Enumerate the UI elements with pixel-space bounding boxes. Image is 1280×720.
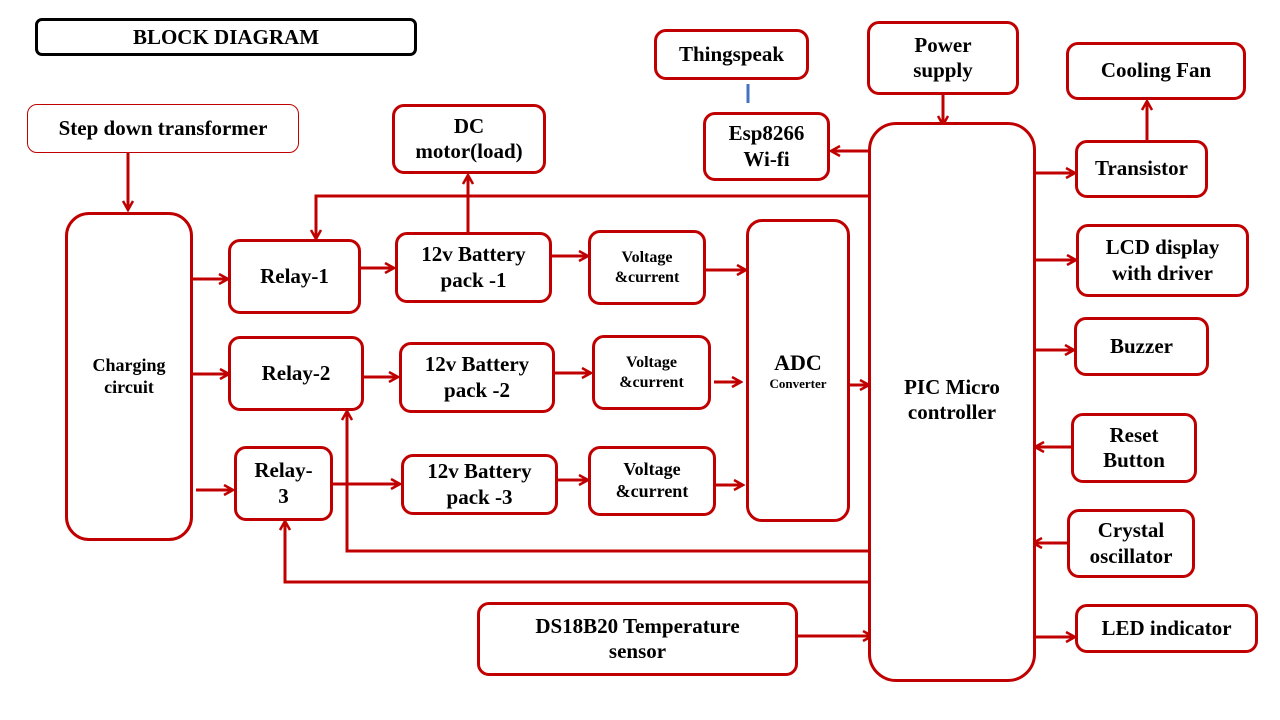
block-label: Transistor	[1095, 156, 1188, 181]
block-crystal-oscillator: Crystal oscillator	[1067, 509, 1195, 578]
block-label-line2: 3	[278, 483, 289, 508]
block-label-line2: &current	[619, 373, 684, 391]
block-label-line2: &current	[615, 481, 689, 501]
block-charging-circuit: Charging circuit	[65, 212, 193, 541]
block-label-line2: oscillator	[1089, 543, 1173, 568]
block-label-line1: 12v Battery	[421, 242, 526, 267]
block-label-line2: motor(load)	[415, 139, 523, 163]
block-lcd-display: LCD display with driver	[1076, 224, 1249, 297]
block-label-line2: circuit	[104, 376, 154, 397]
block-reset-button: Reset Button	[1071, 413, 1197, 483]
block-label: Thingspeak	[678, 41, 785, 66]
block-label-line1: DC	[453, 113, 485, 138]
block-label-line2: with driver	[1112, 260, 1213, 285]
block-label: Step down transformer	[58, 115, 268, 140]
block-label-line1: LCD display	[1105, 235, 1220, 260]
block-cooling-fan: Cooling Fan	[1066, 42, 1246, 100]
block-led-indicator: LED indicator	[1075, 604, 1258, 653]
block-label-line2: supply	[913, 58, 973, 82]
block-label: LED indicator	[1101, 615, 1232, 640]
block-voltage-current-3: Voltage &current	[588, 446, 716, 516]
block-thingspeak: Thingspeak	[654, 29, 809, 80]
block-battery-pack-1: 12v Battery pack -1	[395, 232, 552, 303]
block-label-line1: Relay-	[254, 458, 313, 483]
block-label-line2: pack -2	[444, 377, 510, 402]
block-battery-pack-2: 12v Battery pack -2	[399, 342, 555, 413]
diagram-title-text: BLOCK DIAGRAM	[132, 24, 320, 49]
arrow-pic-to-relay1	[316, 194, 870, 239]
block-voltage-current-1: Voltage &current	[588, 230, 706, 305]
block-label-line2: &current	[614, 268, 680, 286]
block-label-line1: 12v Battery	[424, 352, 530, 377]
block-label-line1: Voltage	[626, 354, 677, 372]
block-label-line1: ADC	[774, 349, 822, 375]
diagram-title: BLOCK DIAGRAM	[35, 18, 417, 56]
block-dc-motor: DC motor(load)	[392, 104, 546, 174]
block-label-line1: Reset	[1109, 422, 1159, 447]
block-label-line2: controller	[907, 400, 997, 425]
block-buzzer: Buzzer	[1074, 317, 1209, 376]
block-label-line1: Voltage	[621, 249, 673, 267]
block-label: Relay-2	[261, 360, 331, 385]
block-label-line2: Converter	[769, 375, 827, 391]
arrow-pic-to-relay3	[285, 521, 870, 584]
block-label-line2: Wi-fi	[743, 146, 790, 171]
block-label-line1: PIC Micro	[904, 375, 1000, 399]
block-label-line1: Esp8266	[728, 121, 805, 146]
block-label-line2: pack -3	[446, 484, 513, 509]
block-label-line2: pack -1	[440, 267, 507, 292]
block-label-line1: Power	[914, 32, 972, 57]
block-transistor: Transistor	[1075, 140, 1208, 198]
block-relay-2: Relay-2	[228, 336, 364, 411]
block-label: Buzzer	[1110, 333, 1173, 358]
block-temperature-sensor: DS18B20 Temperature sensor	[477, 602, 798, 676]
block-esp8266-wifi: Esp8266 Wi-fi	[703, 112, 830, 181]
block-label: Cooling Fan	[1100, 58, 1212, 83]
block-step-down-transformer: Step down transformer	[27, 104, 299, 153]
block-relay-3: Relay- 3	[234, 446, 333, 521]
block-label-line1: Voltage	[623, 459, 681, 480]
block-power-supply: Power supply	[867, 21, 1019, 95]
block-voltage-current-2: Voltage &current	[592, 335, 711, 410]
block-label: Relay-1	[260, 263, 329, 288]
block-adc-converter: ADC Converter	[746, 219, 850, 522]
block-pic-microcontroller: PIC Micro controller	[868, 122, 1036, 682]
block-label-line1: DS18B20 Temperature	[535, 613, 740, 638]
block-relay-1: Relay-1	[228, 239, 361, 314]
block-label-line1: Crystal	[1097, 518, 1165, 543]
block-battery-pack-3: 12v Battery pack -3	[401, 454, 558, 515]
block-label-line1: Charging	[92, 354, 166, 375]
block-label-line2: sensor	[608, 639, 667, 663]
arrow-pic-to-relay2	[347, 411, 870, 553]
block-label-line1: 12v Battery	[427, 459, 532, 484]
block-label-line2: Button	[1103, 448, 1165, 472]
